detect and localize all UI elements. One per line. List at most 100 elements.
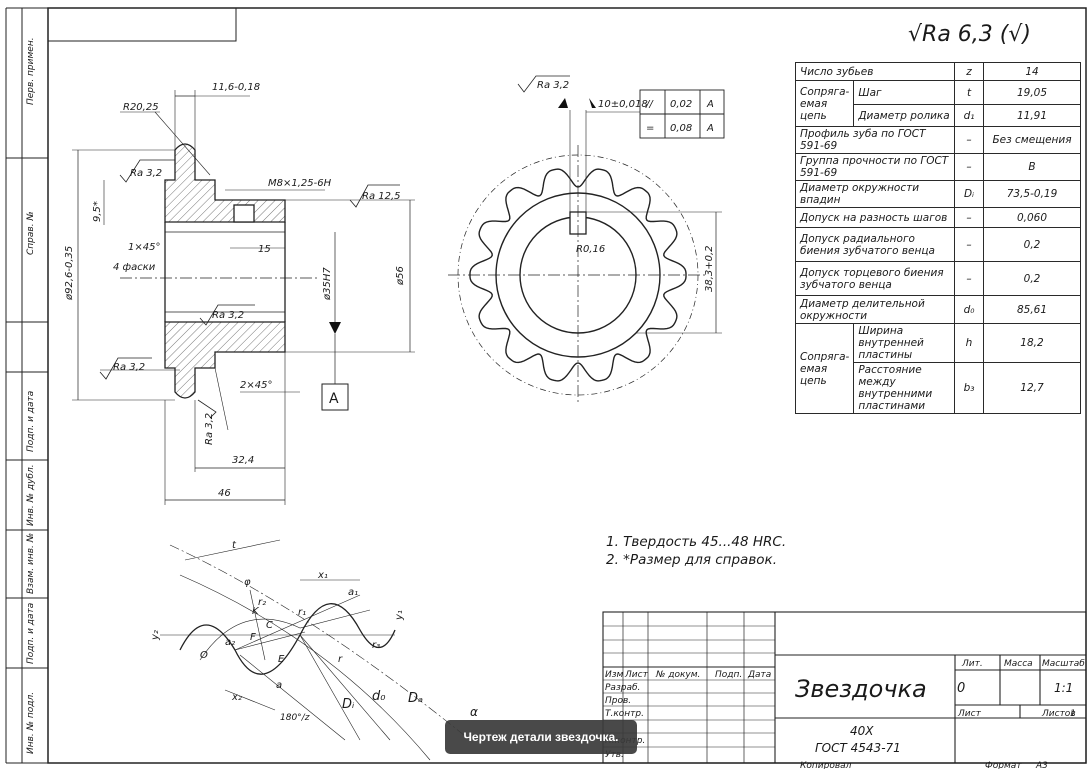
profile-label-r: r (338, 654, 343, 665)
param-name: Допуск на разность шагов (795, 207, 955, 228)
margin-label-dup-no: Инв. № дубл. (26, 464, 36, 526)
param-value: 14 (983, 62, 1081, 81)
param-symbol: Dᵢ (954, 180, 984, 208)
front-view (448, 75, 725, 405)
margin-label-ref-no: Справ. № (26, 211, 36, 255)
tol-value-2: 0,08 (670, 123, 692, 134)
tb-head-list: Лист (624, 670, 649, 680)
dim-len-total: 46 (218, 488, 231, 499)
tol-value-1: 0,02 (670, 99, 692, 110)
profile-label-a2: a₂ (225, 637, 235, 648)
dim-tooth-height: 9,5* (92, 201, 103, 222)
dim-chamfer-note: 4 фаски (113, 262, 156, 273)
tb-head-date: Дата (747, 670, 771, 680)
profile-label-c: C (266, 620, 273, 631)
sprocket-outline (469, 168, 687, 382)
tb-role-approve: Утв. (605, 750, 624, 760)
profile-label-phi: φ (244, 577, 251, 588)
profile-label-angle: 180°/z (280, 713, 310, 723)
margin-label-repl-no: Взам. инв. № (26, 532, 36, 594)
note-hardness: 1. Твердость 45...48 HRC. (606, 534, 787, 550)
tb-head-sign: Подп. (715, 670, 742, 680)
tb-head-izm: Изм (605, 670, 624, 680)
tb-sheets-label: Листов (1041, 709, 1076, 719)
param-symbol: – (954, 126, 984, 154)
profile-label-r1: r₁ (298, 607, 306, 618)
dim-d-hub: ø56 (395, 266, 406, 286)
note-reference: 2. *Размер для справок. (606, 552, 777, 568)
param-row: Допуск на разность шагов–0,060 (795, 207, 1081, 228)
profile-label-r2: r₂ (258, 597, 266, 608)
param-name: Профиль зуба по ГОСТ 591-69 (795, 126, 955, 154)
dim-chamfer-hub: 1×45° (128, 242, 160, 253)
tb-mass-label: Масса (1004, 659, 1033, 669)
param-row: Допуск торцевого биения зубчатого венца–… (795, 261, 1081, 296)
profile-label-t: t (232, 540, 237, 551)
param-value: В (983, 153, 1081, 181)
tb-role-tcontr: Т.контр. (605, 709, 644, 719)
margin-label-first-use: Перв. примен. (26, 37, 36, 105)
param-symbol: h (954, 323, 984, 363)
general-roughness: √Ra 6,3 (√) (908, 22, 1031, 47)
param-value: 0,060 (983, 207, 1081, 228)
param-symbol: – (954, 207, 984, 228)
roughness-check-icon: √ (908, 22, 923, 47)
tb-material-2: ГОСТ 4543-71 (815, 741, 901, 755)
profile-label-y2: y₂ (150, 630, 161, 641)
tb-material-1: 40Х (850, 724, 874, 738)
param-value: 0,2 (983, 261, 1081, 296)
profile-label-d0: d₀ (372, 689, 386, 704)
param-name: Ширина внутренней пластины (853, 323, 955, 363)
profile-label-y1: y₁ (394, 610, 405, 621)
profile-label-o: O (200, 650, 208, 661)
section-hatch-bottom (164, 321, 286, 399)
tb-lit-value: 0 (957, 681, 965, 696)
ra-section-3: Ra 3,2 (113, 362, 145, 373)
key-radius: R0,16 (576, 244, 605, 255)
dim-radius: R20,25 (123, 102, 159, 113)
profile-label-x2: x₂ (231, 692, 242, 703)
tol-symbol-1: // (645, 99, 654, 110)
tol-datum-2: A (706, 123, 714, 134)
param-value: Без смещения (983, 126, 1081, 154)
param-row: Допуск радиального биения зубчатого венц… (795, 227, 1081, 262)
dim-len-inner: 32,4 (232, 455, 254, 466)
ra-section-1: Ra 3,2 (130, 168, 162, 179)
dim-d-bore: ø35H7 (322, 267, 333, 301)
param-symbol: – (954, 261, 984, 296)
tb-scale-value: 1:1 (1054, 681, 1073, 695)
tb-title: Звездочка (795, 675, 927, 703)
ra-section-5: Ra 12,5 (362, 191, 401, 202)
drawing-frame (5, 7, 1087, 764)
profile-label-di: Dᵢ (342, 697, 355, 712)
param-name: Диаметр ролика (853, 104, 955, 127)
image-caption: Чертеж детали звездочка. (445, 720, 637, 754)
key-depth: 38,3+0,2 (704, 245, 715, 292)
title-block (602, 611, 1087, 764)
keyway-width: 10±0,018 (598, 99, 648, 110)
param-value: 18,2 (983, 323, 1081, 363)
tb-lit-label: Лит. (961, 659, 983, 669)
dim-width-top: 11,6-0,18 (212, 82, 260, 93)
param-value: 19,05 (983, 80, 1081, 105)
param-symbol: b₃ (954, 362, 984, 414)
profile-label-r3: r₃ (372, 640, 380, 651)
param-symbol: – (954, 153, 984, 181)
dim-screw-depth: 15 (258, 244, 271, 255)
roughness-text: Ra 6,3 (√) (922, 22, 1031, 47)
tb-format-label: Формат (985, 761, 1022, 769)
profile-label-da: Dₐ (408, 691, 423, 706)
tb-copied: Копировал (800, 761, 852, 769)
tb-role-check: Пров. (605, 696, 631, 706)
dim-thread: M8×1,25-6H (268, 178, 332, 189)
param-value: 73,5-0,19 (983, 180, 1081, 208)
param-group: Сопряга-емая цепь (794, 80, 855, 127)
section-hatch-top (164, 143, 286, 223)
margin-label-sign-date-1: Подп. и дата (26, 390, 36, 452)
